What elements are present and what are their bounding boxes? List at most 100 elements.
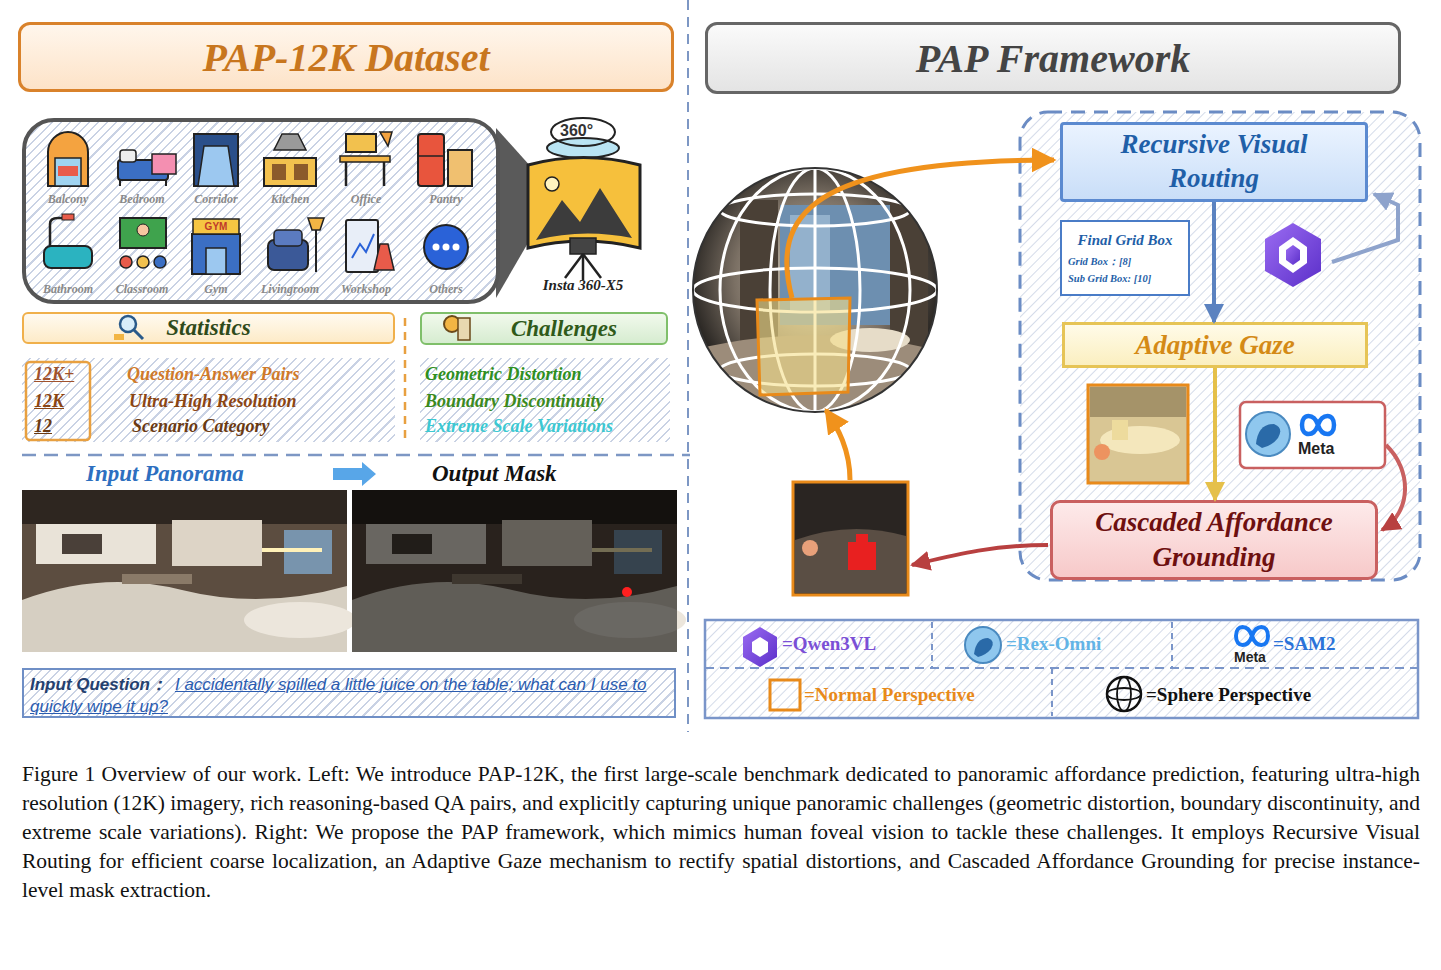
section-icons-part bbox=[458, 318, 470, 340]
scene-icons-part bbox=[154, 256, 166, 268]
result-image bbox=[793, 482, 908, 595]
model-icons-part bbox=[1279, 237, 1307, 273]
crop-image-part bbox=[1094, 444, 1110, 460]
panel-dividers-part bbox=[687, 0, 689, 732]
model-icons bbox=[1240, 223, 1385, 468]
figure-label: 360° bbox=[560, 122, 610, 140]
legend-icons-part bbox=[770, 680, 800, 710]
panel-dividers-part bbox=[404, 318, 407, 442]
scene-icons-part bbox=[274, 134, 306, 150]
scene-icons-part bbox=[119, 180, 121, 186]
statistics-tab: Statistics bbox=[22, 312, 395, 344]
flow-arrow bbox=[1213, 368, 1217, 500]
scene-icons-part bbox=[268, 240, 308, 270]
node-text: Question-Answer Pairs bbox=[127, 364, 387, 385]
camera-illustration-part bbox=[582, 254, 585, 280]
scene-icons-part bbox=[380, 132, 392, 146]
model-icons-part bbox=[1240, 402, 1385, 468]
grid-box-note: Final Grid BoxGrid Box：[8]Sub Grid Box: … bbox=[1060, 220, 1190, 296]
scene-icons-part bbox=[120, 256, 132, 268]
camera-illustration-part bbox=[583, 254, 601, 278]
scene-icons-part bbox=[315, 228, 317, 272]
legend-icons-part bbox=[1107, 688, 1141, 700]
sphere-perspective bbox=[693, 168, 937, 412]
scene-icons-part bbox=[118, 160, 168, 180]
scene-icons-part bbox=[346, 134, 376, 152]
node-text: Final Grid Box bbox=[1068, 232, 1182, 249]
sphere-perspective-part-part bbox=[720, 354, 910, 386]
input-question-box: Input Question：I accidentally spilled a … bbox=[22, 668, 676, 718]
scene-icons-part bbox=[194, 134, 238, 186]
crop-image bbox=[1088, 385, 1188, 483]
scene-icons-part bbox=[383, 162, 386, 186]
figure-label: Meta bbox=[1298, 440, 1348, 458]
legend-icons-part bbox=[1107, 677, 1141, 711]
scene-icons-part bbox=[55, 158, 81, 186]
scene-icons-part bbox=[433, 244, 440, 251]
sphere-perspective-part-part bbox=[830, 328, 910, 352]
scene-icons-part bbox=[272, 164, 286, 180]
legend-frame-part bbox=[1051, 668, 1053, 716]
model-icons-part bbox=[1265, 223, 1321, 287]
node-text: Grid Box：[8] bbox=[1068, 255, 1182, 269]
gaze-box: Adaptive Gaze bbox=[1062, 322, 1368, 368]
node-text: Workshop bbox=[326, 282, 406, 297]
figure-label: Output Mask bbox=[432, 461, 602, 487]
result-image-part bbox=[856, 534, 868, 542]
scene-icons-part bbox=[137, 224, 149, 236]
figure-label: Insta 360-X5 bbox=[513, 277, 653, 294]
sphere-perspective-part-part bbox=[890, 200, 928, 350]
sphere-perspective-part bbox=[693, 168, 937, 412]
scene-icons-part bbox=[352, 234, 374, 258]
node-text: 12K bbox=[34, 391, 98, 412]
result-image-part bbox=[848, 542, 876, 570]
challenges-panel: Geometric DistortionBoundary Discontinui… bbox=[420, 358, 670, 442]
model-icons-part bbox=[1286, 245, 1300, 265]
scene-icons-part bbox=[50, 218, 66, 246]
section-icons-part bbox=[26, 362, 90, 440]
flow-arrows-part bbox=[826, 410, 850, 480]
node-text: Bathroom bbox=[28, 282, 108, 297]
scene-icons-part bbox=[165, 180, 167, 186]
section-icons-part bbox=[134, 330, 143, 339]
scene-icons-part bbox=[346, 220, 378, 272]
flow-arrows-part bbox=[787, 160, 1054, 298]
legend-icons-part bbox=[974, 638, 993, 657]
legend-frame-part bbox=[1171, 622, 1173, 668]
legend-icons-part bbox=[1236, 627, 1268, 645]
camera-illustration-part bbox=[536, 188, 632, 240]
legend-text: =Sphere Perspective bbox=[1146, 684, 1311, 706]
panel-dividers bbox=[22, 0, 690, 732]
figure-label: Input Panorama bbox=[86, 461, 306, 487]
section-icons bbox=[26, 316, 470, 440]
dataset-header: PAP-12K Dataset bbox=[18, 22, 674, 92]
scene-icons-part bbox=[418, 134, 444, 186]
scene-icons-part bbox=[120, 218, 166, 248]
sphere-perspective-part bbox=[693, 168, 937, 412]
sphere-perspective-part-part bbox=[814, 168, 817, 412]
routing-box: Recursive Visual Routing bbox=[1060, 122, 1368, 202]
framework-container bbox=[1020, 112, 1420, 580]
output-mask-image-part bbox=[352, 490, 677, 652]
node-text: Extreme Scale Variations bbox=[425, 416, 670, 437]
section-icons-part bbox=[444, 316, 460, 332]
scene-category-box: BalconyBedroomCorridorKitchenOfficePantr… bbox=[22, 118, 500, 304]
flow-arrows-part bbox=[1332, 194, 1398, 262]
output-mask-image-part bbox=[622, 587, 632, 597]
sphere-perspective-part-part bbox=[770, 168, 860, 412]
node-text: Bedroom bbox=[102, 192, 182, 207]
node-text: Balcony bbox=[28, 192, 108, 207]
camera-illustration-part bbox=[528, 158, 640, 249]
scene-icons-part bbox=[48, 132, 88, 186]
sphere-perspective-part-part bbox=[720, 168, 910, 412]
scene-icons-part bbox=[453, 244, 460, 251]
camera-illustration-part bbox=[565, 254, 583, 278]
scene-icons-part bbox=[152, 154, 176, 174]
scene-icons-part bbox=[62, 214, 74, 220]
panorama-arrow bbox=[333, 462, 376, 486]
sphere-perspective-part-part bbox=[780, 205, 890, 325]
scene-icons-part bbox=[192, 234, 240, 274]
sphere-perspective-part-part bbox=[693, 268, 937, 312]
